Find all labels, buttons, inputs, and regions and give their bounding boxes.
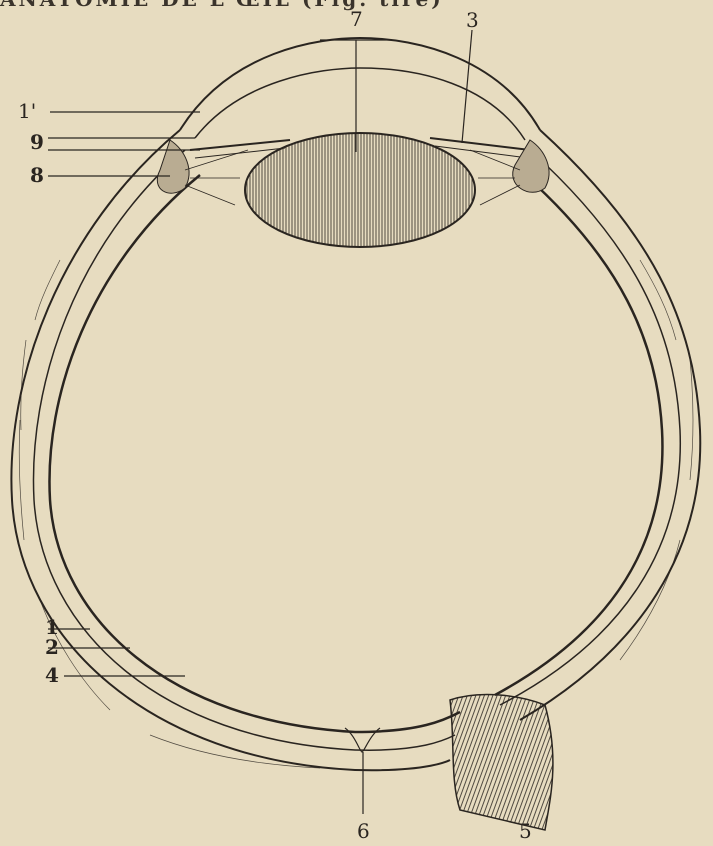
- figure-caption: ANATOMIE DE L'ŒIL (Fig. tiré): [0, 0, 444, 11]
- label-4: 4: [45, 663, 59, 687]
- optic-nerve: [450, 695, 553, 830]
- iris-left: [190, 140, 290, 150]
- zonule-right: [470, 150, 520, 205]
- cornea-inner: [195, 68, 525, 140]
- label-9: 9: [30, 130, 44, 154]
- retina-line: [49, 175, 662, 732]
- label-3: 3: [466, 8, 479, 32]
- zonule-left: [185, 150, 248, 205]
- label-2: 2: [45, 635, 59, 659]
- label-6: 6: [357, 819, 370, 843]
- label-1-prime: 1': [18, 99, 36, 123]
- lens: [245, 133, 475, 247]
- label-5: 5: [519, 819, 532, 843]
- label-7: 7: [350, 7, 363, 31]
- label-8: 8: [30, 163, 44, 187]
- ciliary-body-left: [157, 140, 189, 193]
- iris-right: [430, 138, 530, 150]
- cornea-outer: [180, 38, 540, 130]
